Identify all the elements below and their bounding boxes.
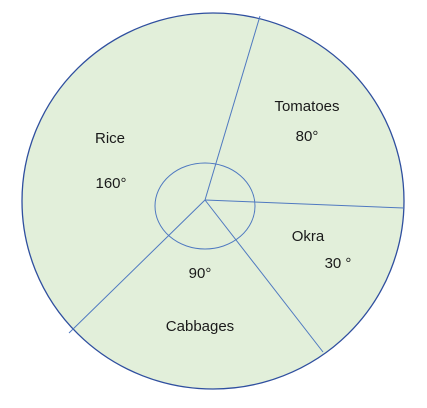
boundary-tomatoes-okra — [204, 199, 405, 209]
slice-angle-tomatoes: 80° — [296, 128, 319, 145]
boundary-rice-tomatoes — [204, 15, 261, 201]
angle-marker-circle — [154, 162, 256, 250]
slice-angle-rice: 160° — [95, 175, 126, 192]
slice-angle-cabbages: 90° — [189, 265, 212, 282]
slice-label-tomatoes: Tomatoes — [274, 98, 339, 115]
boundary-cabbages-rice — [68, 199, 206, 334]
pie-outer-circle — [21, 12, 405, 390]
slice-label-cabbages: Cabbages — [166, 318, 234, 335]
boundary-okra-cabbages — [204, 199, 324, 353]
slice-angle-okra: 30 ° — [325, 255, 352, 272]
slice-label-rice: Rice — [95, 130, 125, 147]
slice-boundaries — [68, 15, 405, 353]
slice-label-okra: Okra — [292, 228, 325, 245]
